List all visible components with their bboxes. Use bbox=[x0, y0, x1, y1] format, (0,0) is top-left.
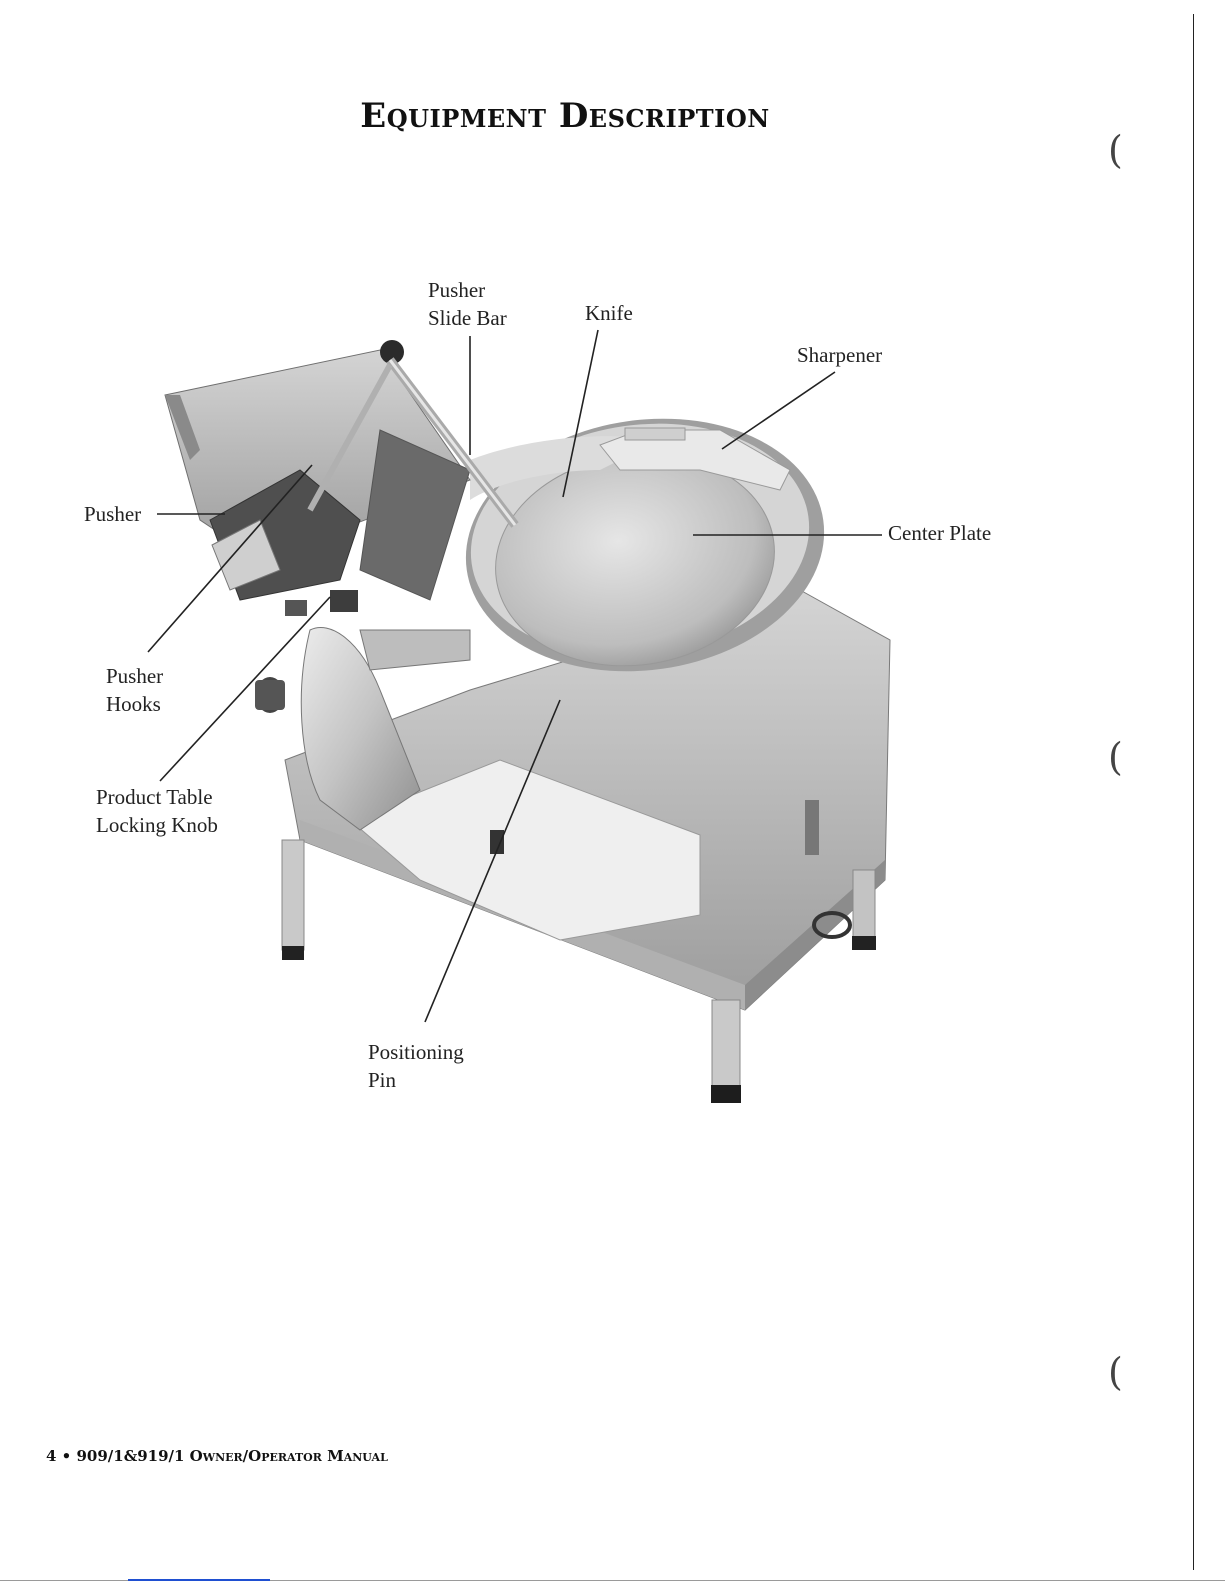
leg-front-left bbox=[282, 840, 304, 950]
page-footer: 4 • 909/1&919/1 Owner/Operator Manual bbox=[46, 1447, 388, 1465]
label-sharpener: Sharpener bbox=[797, 341, 882, 369]
bottom-link-underline bbox=[128, 1579, 270, 1581]
label-line: Hooks bbox=[106, 690, 163, 718]
page-edge-rule bbox=[1193, 14, 1194, 1570]
label-line: Locking Knob bbox=[96, 811, 218, 839]
pusher-handle bbox=[330, 590, 358, 612]
label-pusher: Pusher bbox=[84, 500, 141, 528]
foot-back-right bbox=[852, 936, 876, 950]
pusher-assembly bbox=[165, 340, 515, 616]
label-knife: Knife bbox=[585, 299, 633, 327]
label-pusher-slide-bar: Pusher Slide Bar bbox=[428, 276, 507, 332]
label-line: Pin bbox=[368, 1066, 464, 1094]
label-line: Pusher bbox=[106, 662, 163, 690]
binding-mark: ( bbox=[1108, 735, 1123, 779]
label-line: Slide Bar bbox=[428, 304, 507, 332]
leader-sharpener bbox=[722, 372, 835, 449]
binding-mark: ( bbox=[1108, 128, 1123, 172]
label-line: Pusher bbox=[428, 276, 507, 304]
label-positioning-pin: Positioning Pin bbox=[368, 1038, 464, 1094]
leg-front-right bbox=[712, 1000, 740, 1090]
foot-front-left bbox=[282, 946, 304, 960]
label-center-plate: Center Plate bbox=[888, 519, 991, 547]
label-line: Positioning bbox=[368, 1038, 464, 1066]
foot-front-right bbox=[711, 1085, 741, 1103]
label-line: Product Table bbox=[96, 783, 218, 811]
leg-back-right bbox=[853, 870, 875, 940]
binding-mark: ( bbox=[1108, 1350, 1123, 1394]
label-product-table-locking-knob: Product Table Locking Knob bbox=[96, 783, 218, 839]
label-pusher-hooks: Pusher Hooks bbox=[106, 662, 163, 718]
